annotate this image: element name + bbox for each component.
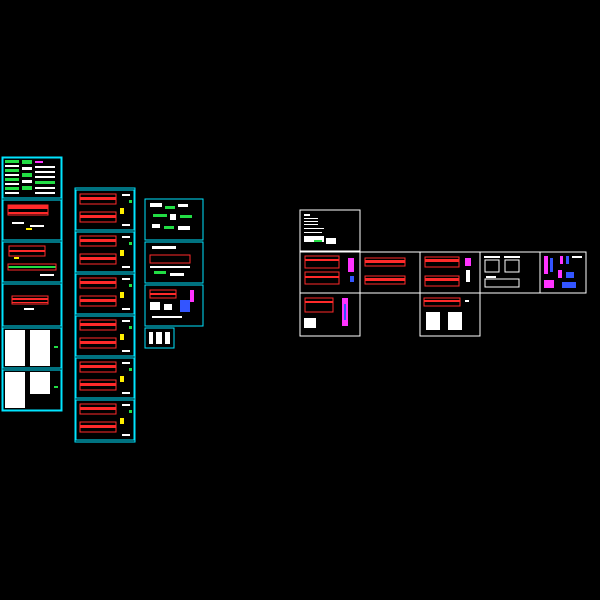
sheet-detail-2[interactable] — [144, 241, 204, 284]
sheet-detail-3[interactable] — [144, 284, 204, 327]
sheet-floor-plan-2[interactable] — [2, 241, 62, 283]
sheet-red-plan-1[interactable] — [75, 189, 135, 231]
sheet-cover-legend[interactable] — [2, 157, 62, 199]
sheet-detail-r1[interactable] — [299, 292, 361, 337]
sheet-plan-r3[interactable] — [419, 251, 481, 294]
sheet-elevation-1[interactable] — [479, 251, 541, 294]
sheet-red-plan-6[interactable] — [75, 399, 135, 441]
sheet-set-right[interactable] — [299, 209, 587, 337]
sheet-column-details[interactable] — [144, 198, 204, 349]
sheet-section-1[interactable] — [539, 251, 587, 294]
sheet-red-plan-4[interactable] — [75, 315, 135, 357]
sheet-elevation-2[interactable] — [419, 292, 481, 337]
sheet-detail-4[interactable] — [144, 327, 175, 349]
sheet-column-left[interactable] — [1, 156, 63, 412]
sheet-floor-plan-3[interactable] — [2, 283, 62, 327]
sheet-title-notes[interactable] — [299, 209, 361, 252]
sheet-frame — [74, 187, 136, 443]
sheet-column-middle[interactable] — [74, 187, 136, 443]
sheet-frame — [1, 156, 63, 412]
sheet-blank-1[interactable] — [2, 327, 62, 369]
sheet-blank-2[interactable] — [2, 369, 62, 411]
sheet-plan-r1[interactable] — [299, 251, 361, 294]
sheet-red-plan-5[interactable] — [75, 357, 135, 399]
sheet-detail-1[interactable] — [144, 198, 204, 241]
sheet-red-plan-2[interactable] — [75, 231, 135, 273]
sheet-red-plan-3[interactable] — [75, 273, 135, 315]
sheet-floor-plan-1[interactable] — [2, 199, 62, 241]
sheet-plan-r2[interactable] — [359, 251, 421, 294]
